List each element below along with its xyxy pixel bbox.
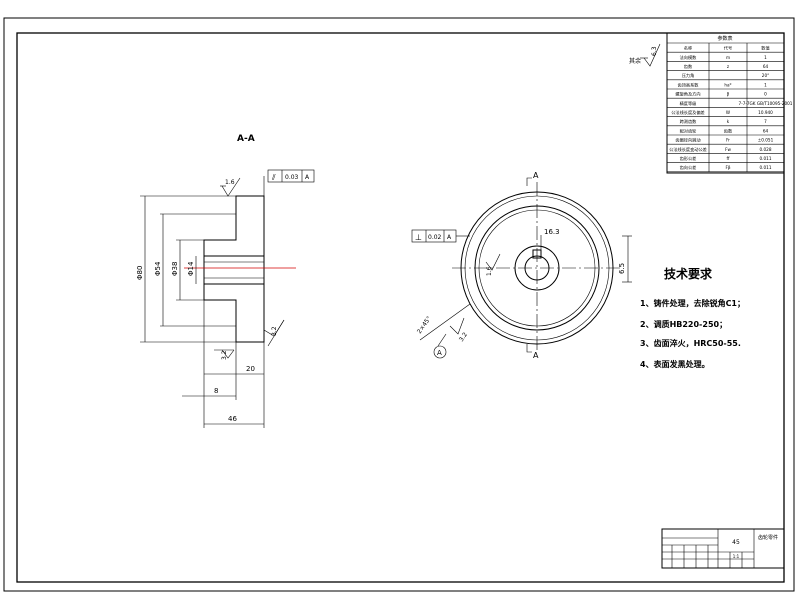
- param-cell: 20°: [762, 73, 769, 78]
- param-cell: 压力角: [682, 72, 695, 79]
- param-cell: 7-7-7GK GB/T10095-2001: [739, 101, 793, 106]
- param-cell: k: [727, 119, 730, 124]
- svg-text:3.2: 3.2: [221, 350, 228, 360]
- param-cell: β: [727, 92, 730, 97]
- svg-text:0.03: 0.03: [285, 174, 299, 181]
- svg-text:A: A: [447, 234, 452, 241]
- param-cell: 跨测齿数: [680, 118, 698, 125]
- param-cell: 7: [764, 119, 767, 124]
- front-view: A A 16.3 6.5 ⊥ 0.02 A 1.6 2×45°: [411, 171, 632, 360]
- param-cell: 10.940: [758, 110, 773, 115]
- param-cell: ff: [727, 156, 730, 161]
- param-header-cell: 代号: [724, 45, 732, 52]
- param-cell: 齿顶高系数: [678, 81, 700, 88]
- param-cell: 齿圈径向跳动: [675, 137, 700, 144]
- svg-text:3.2: 3.2: [458, 331, 469, 343]
- title-block: 45 齿轮零件 1:1: [661, 528, 785, 569]
- roughness-symbol-top: 1.6: [220, 177, 241, 197]
- keyway-dim: 16.3: [544, 228, 560, 236]
- param-cell: 0.028: [760, 147, 772, 152]
- param-cell: 1: [764, 55, 767, 60]
- svg-text:0.02: 0.02: [428, 234, 442, 241]
- title-drawing-name: 齿轮零件: [758, 534, 778, 541]
- bore-cutout: [203, 255, 265, 285]
- param-cell: 0.011: [760, 156, 772, 161]
- section-mark-top: [526, 177, 532, 186]
- tech-req-item-1: 1、铸件处理，去除锐角C1；: [640, 298, 745, 309]
- svg-text:1.6: 1.6: [486, 266, 493, 276]
- technical-requirements: 技术要求 1、铸件处理，去除锐角C1； 2、调质HB220-250； 3、齿面淬…: [640, 266, 745, 369]
- roughness-symbol-bottom: 3.2: [214, 349, 235, 360]
- param-cell: 齿形公差: [680, 155, 697, 162]
- roughness-symbol-right: 3.2: [263, 319, 285, 347]
- param-cell: 螺旋角及方向: [675, 91, 700, 98]
- general-roughness: 其余 6.3: [629, 43, 661, 67]
- param-header-cell: 数值: [761, 45, 769, 52]
- general-roughness-label: 其余: [629, 57, 641, 65]
- section-letter-top: A: [533, 171, 539, 180]
- inner-frame: [16, 32, 785, 583]
- roughness-symbol-bore: 1.6: [485, 253, 501, 276]
- tech-req-title: 技术要求: [664, 266, 713, 281]
- roughness-symbol-face: 3.2: [449, 317, 469, 343]
- param-cell: 齿数: [684, 63, 693, 70]
- tech-req-item-2: 2、调质HB220-250；: [640, 319, 727, 330]
- svg-text:⊥: ⊥: [415, 233, 422, 242]
- dim-inner-dia: Φ38: [171, 262, 179, 276]
- section-letter-bottom: A: [533, 351, 539, 360]
- param-cell: W: [726, 110, 730, 115]
- dim-mid-dia: Φ54: [154, 261, 162, 276]
- gear-section-body: [203, 195, 265, 343]
- param-cell: ±0.051: [758, 138, 774, 143]
- param-cell: 1: [764, 82, 767, 87]
- param-header-cell: 名称: [684, 45, 692, 52]
- param-cell: 64: [763, 128, 769, 133]
- tolerance-frame-section: ⫽ 0.03 A: [263, 169, 315, 196]
- dim-total: 46: [228, 415, 237, 423]
- param-cell: z: [727, 64, 730, 69]
- svg-text:3.2: 3.2: [271, 326, 278, 336]
- param-cell: 公法线长度变动公差: [669, 146, 707, 153]
- general-roughness-value: 6.3: [651, 46, 658, 56]
- dim-width: 8: [214, 387, 218, 395]
- tech-req-item-3: 3、齿面淬火，HRC50-55.: [640, 338, 741, 348]
- dim-hub-len: 20: [246, 365, 255, 373]
- title-material: 45: [732, 539, 740, 546]
- svg-text:A: A: [437, 349, 442, 357]
- dim-outer-dia: Φ80: [136, 266, 144, 280]
- svg-text:⫽: ⫽: [271, 173, 276, 182]
- dim-bore-dia: Φ14: [187, 261, 195, 276]
- tech-req-item-4: 4、表面发黑处理。: [640, 359, 710, 369]
- svg-text:A: A: [305, 174, 310, 181]
- chamfer-label: 2×45°: [416, 315, 433, 335]
- param-cell: m: [726, 55, 730, 60]
- param-cell: 0: [764, 92, 767, 97]
- section-label: A-A: [237, 134, 255, 144]
- datum-symbol: A: [433, 333, 447, 359]
- param-cell: 配对齿轮: [680, 127, 698, 134]
- param-cell: Fβ: [725, 165, 730, 170]
- param-cell: 法向模数: [680, 54, 698, 61]
- param-cell: 齿向公差: [680, 164, 697, 171]
- chamfer-leader: [419, 303, 471, 341]
- param-cell: Fw: [725, 147, 731, 152]
- param-cell: 0.011: [760, 165, 772, 170]
- param-cell: Fr: [726, 138, 730, 143]
- section-mark-bottom: [526, 344, 532, 353]
- svg-text:1.6: 1.6: [225, 179, 235, 186]
- param-cell: 公法线长度及偏差: [671, 109, 705, 116]
- param-cell: 精度等级: [680, 100, 698, 107]
- param-cell: 齿数: [724, 127, 733, 134]
- section-view: A-A Φ80 Φ54 Φ38 Φ14: [136, 134, 315, 428]
- param-table-title: 参数表: [717, 35, 732, 42]
- param-cell: ha*: [724, 82, 731, 87]
- tolerance-frame-front: ⊥ 0.02 A: [411, 229, 470, 243]
- param-cell: 64: [763, 64, 769, 69]
- outer-border: [3, 17, 795, 592]
- height-dim: 6.5: [618, 263, 626, 274]
- title-scale: 1:1: [733, 554, 740, 559]
